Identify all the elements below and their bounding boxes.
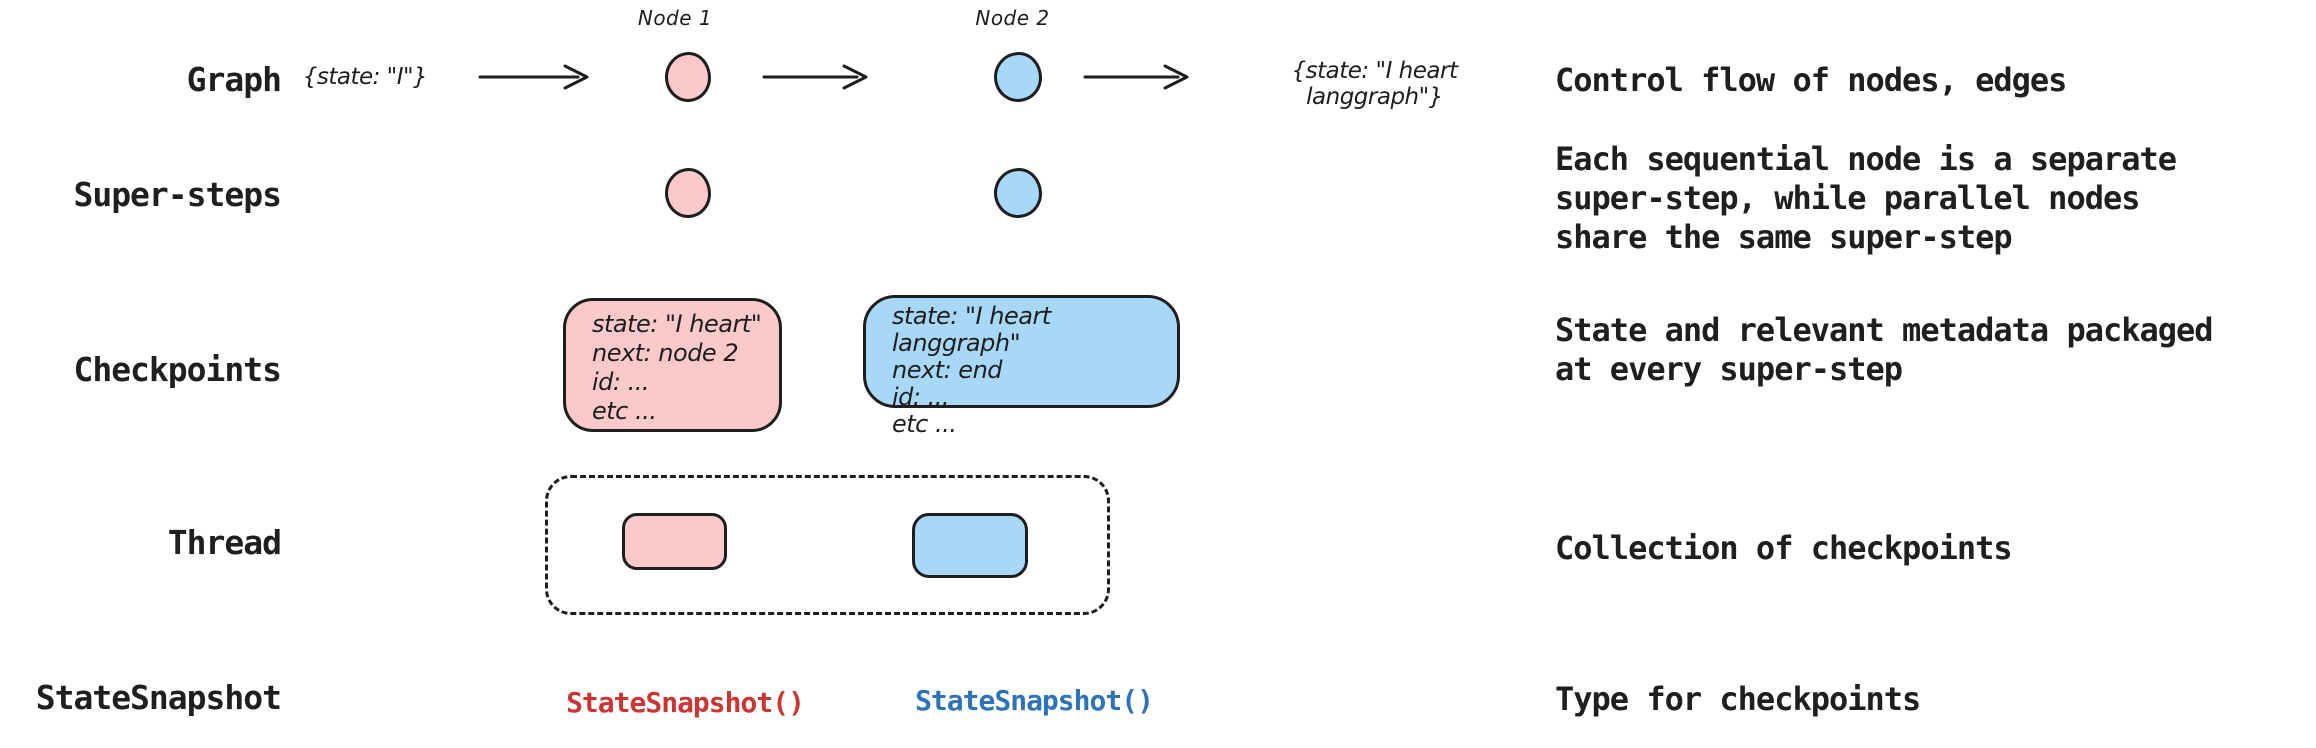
description-graph: Control flow of nodes, edges	[1555, 61, 2067, 99]
description-thread: Collection of checkpoints	[1555, 529, 2013, 567]
node1-label: Node 1	[637, 6, 713, 30]
thread-checkpoint2-box	[912, 513, 1028, 578]
node2-circle	[994, 52, 1042, 102]
checkpoint1-text: state: "I heart" next: node 2 id: ... et…	[592, 310, 762, 425]
superstep2-circle	[994, 168, 1042, 218]
checkpoint2-text: state: "I heart langgraph" next: end id:…	[892, 302, 1051, 438]
row-label-super-steps: Super-steps	[73, 175, 282, 214]
row-label-checkpoints: Checkpoints	[73, 350, 282, 389]
thread-dashed-box	[545, 475, 1110, 615]
arrow-right-icon	[1083, 64, 1189, 90]
thread-checkpoint1-box	[622, 513, 727, 570]
arrow-right-icon	[762, 64, 868, 90]
row-label-thread: Thread	[167, 523, 282, 562]
row-label-graph: Graph	[186, 60, 282, 99]
checkpoint1-box	[563, 298, 782, 432]
checkpoint2-box	[863, 295, 1180, 408]
description-super-steps: Each sequential node is a separate super…	[1555, 140, 2177, 256]
statesnapshot2-code: StateSnapshot()	[915, 684, 1154, 717]
node2-label: Node 2	[975, 6, 1050, 30]
statesnapshot1-code: StateSnapshot()	[566, 686, 805, 719]
node1-circle	[665, 52, 711, 102]
graph-input-state-annotation: {state: "I"}	[302, 64, 428, 90]
superstep1-circle	[665, 168, 711, 218]
description-checkpoints: State and relevant metadata packaged at …	[1555, 311, 2214, 388]
arrow-right-icon	[478, 64, 589, 90]
row-label-statesnapshot: StateSnapshot	[35, 678, 282, 717]
description-statesnapshot: Type for checkpoints	[1555, 680, 1921, 718]
graph-output-state-annotation: {state: "I heart langgraph"}	[1291, 58, 1458, 110]
